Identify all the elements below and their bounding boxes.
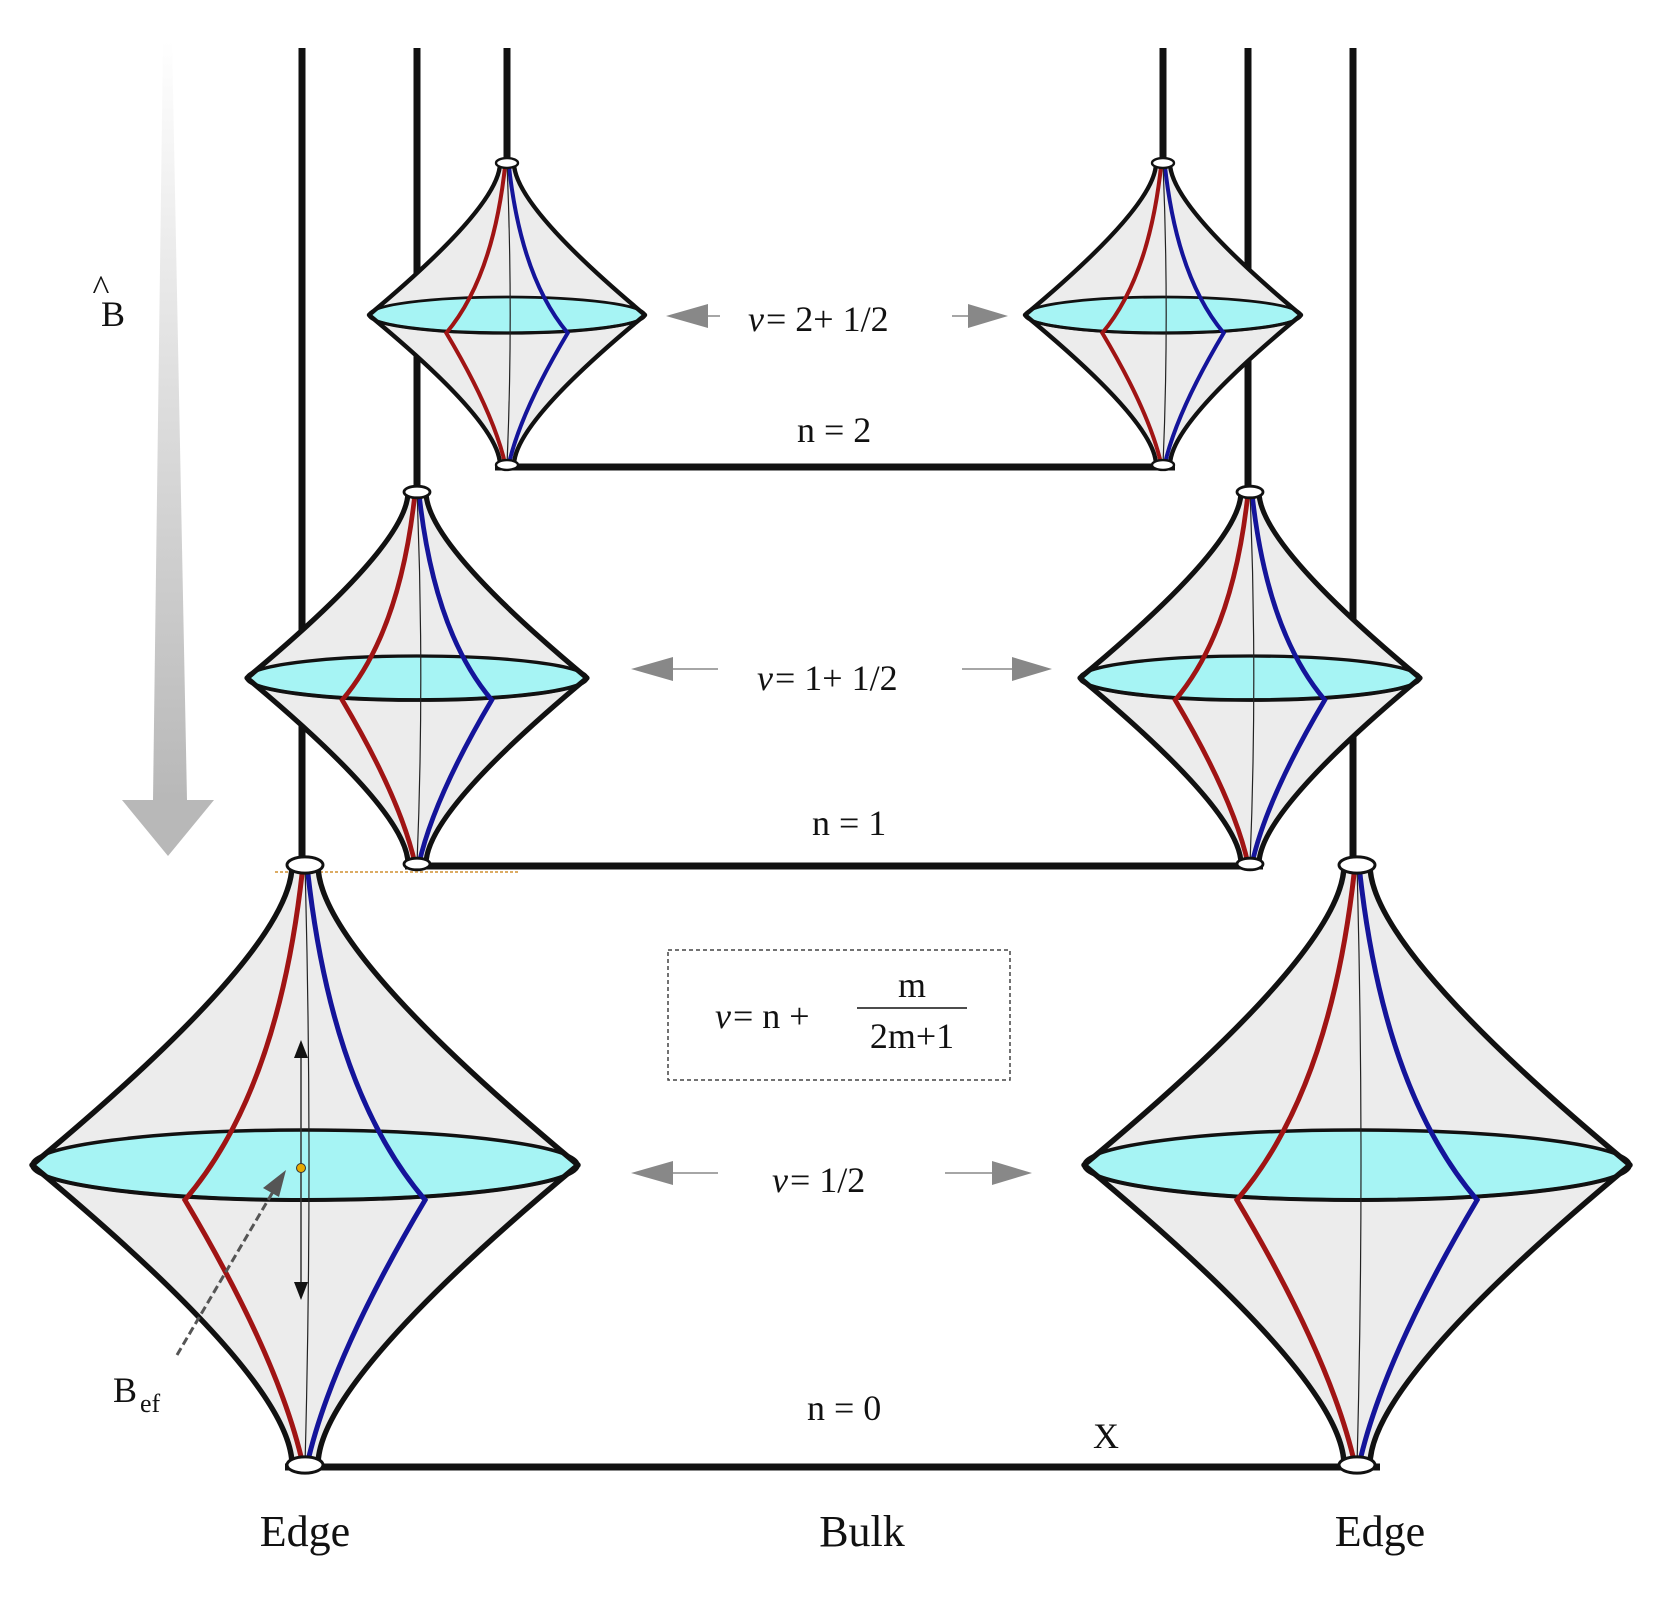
bef-subscript: ef bbox=[140, 1389, 161, 1418]
nu-symbol-1: v bbox=[757, 658, 773, 698]
level-0-labels: v = 1/2 n = 0 bbox=[772, 1160, 881, 1428]
field-hat: ^ bbox=[93, 268, 110, 308]
top-n0-right-bottom-cap bbox=[1337, 1455, 1377, 1475]
top-n1-left-red-line bbox=[339, 491, 418, 865]
top-n0-left-axis bbox=[304, 864, 310, 1466]
nu-value-2: = 2+ 1/2 bbox=[766, 299, 889, 339]
top-n1-left-top-cap bbox=[402, 484, 432, 500]
top-n0-right-red-line bbox=[1233, 864, 1358, 1466]
top-n0-right-disk-front bbox=[1082, 1164, 1632, 1202]
formula-nu-symbol: v bbox=[715, 996, 731, 1036]
formula-lhs: = n + bbox=[733, 996, 810, 1036]
top-n1-right-top-cap bbox=[1235, 484, 1265, 500]
top-n2-right-top-cap bbox=[1150, 156, 1176, 170]
nu-symbol-2: v bbox=[748, 299, 764, 339]
top-n2-left-red-line bbox=[443, 162, 508, 466]
top-n0-left-top-cap bbox=[285, 855, 325, 875]
level-2-labels: v = 2+ 1/2 n = 2 bbox=[748, 299, 889, 450]
top-n1-right-bottom-cap bbox=[1235, 856, 1265, 872]
top-n0-left-red-line bbox=[181, 864, 306, 1466]
top-n1-left bbox=[244, 484, 590, 872]
n-label-2: n = 2 bbox=[797, 410, 871, 450]
top-n0-right-axis bbox=[1356, 864, 1362, 1466]
top-n1-left-disk-front bbox=[245, 677, 589, 702]
n-label-1: n = 1 bbox=[812, 803, 886, 843]
top-n2-left-blue-line bbox=[506, 162, 571, 466]
top-n2-right-axis bbox=[1162, 162, 1167, 466]
bulk-label: Bulk bbox=[819, 1507, 905, 1556]
top-n2-left-disk-front bbox=[367, 314, 647, 335]
x-axis-label: X bbox=[1093, 1416, 1119, 1456]
top-n0-right-top-cap bbox=[1337, 855, 1377, 875]
bef-annotation bbox=[175, 1040, 308, 1356]
top-n2-right-bottom-cap bbox=[1150, 458, 1176, 472]
top-n2-left-bottom-cap bbox=[494, 458, 520, 472]
top-n0-left-blue-line bbox=[304, 864, 429, 1466]
top-n1-right-disk-front bbox=[1078, 677, 1422, 702]
arrow-right-2 bbox=[952, 304, 1008, 328]
top-n1-right-axis bbox=[1249, 491, 1255, 865]
formula-numerator: m bbox=[898, 965, 926, 1005]
top-n1-right bbox=[1077, 484, 1423, 872]
top-n0-right-blue-line bbox=[1356, 864, 1481, 1466]
top-n1-left-axis bbox=[416, 491, 422, 865]
top-n1-left-blue-line bbox=[416, 491, 495, 865]
top-n0-left-bottom-cap bbox=[285, 1455, 325, 1475]
magnetic-field-arrow bbox=[122, 40, 214, 856]
edge-label-right: Edge bbox=[1335, 1507, 1425, 1556]
n-label-0: n = 0 bbox=[807, 1388, 881, 1428]
filling-factor-formula: v = n + m 2m+1 bbox=[667, 949, 1011, 1081]
level-1-labels: v = 1+ 1/2 n = 1 bbox=[757, 658, 898, 843]
level-arrows bbox=[631, 304, 1052, 1185]
edge-label-left: Edge bbox=[260, 1507, 350, 1556]
top-n2-right bbox=[1022, 156, 1304, 472]
top-n0-left-disk-front bbox=[30, 1164, 580, 1202]
nu-value-1: = 1+ 1/2 bbox=[775, 658, 898, 698]
arrow-right-0 bbox=[945, 1161, 1032, 1185]
top-n1-right-blue-line bbox=[1249, 491, 1328, 865]
top-n2-right-red-line bbox=[1099, 162, 1164, 466]
top-n1-right-red-line bbox=[1172, 491, 1251, 865]
composite-fermion-dot bbox=[296, 1163, 306, 1173]
top-n2-right-disk-front bbox=[1023, 314, 1303, 335]
formula-denominator: 2m+1 bbox=[870, 1016, 954, 1056]
field-label: B bbox=[101, 294, 125, 334]
top-n2-left-axis bbox=[506, 162, 511, 466]
nu-symbol-0: v bbox=[772, 1160, 788, 1200]
top-n2-right-blue-line bbox=[1162, 162, 1227, 466]
top-n0-right bbox=[1081, 855, 1633, 1475]
arrow-left-0 bbox=[631, 1161, 718, 1185]
level-lines bbox=[285, 463, 1380, 1471]
arrow-left-1 bbox=[631, 657, 718, 681]
bef-label: B bbox=[113, 1370, 137, 1410]
top-n2-left bbox=[366, 156, 648, 472]
arrow-left-2 bbox=[666, 304, 720, 328]
nu-value-0: = 1/2 bbox=[790, 1160, 865, 1200]
top-n1-left-bottom-cap bbox=[402, 856, 432, 872]
top-n2-left-top-cap bbox=[494, 156, 520, 170]
arrow-right-1 bbox=[962, 657, 1052, 681]
